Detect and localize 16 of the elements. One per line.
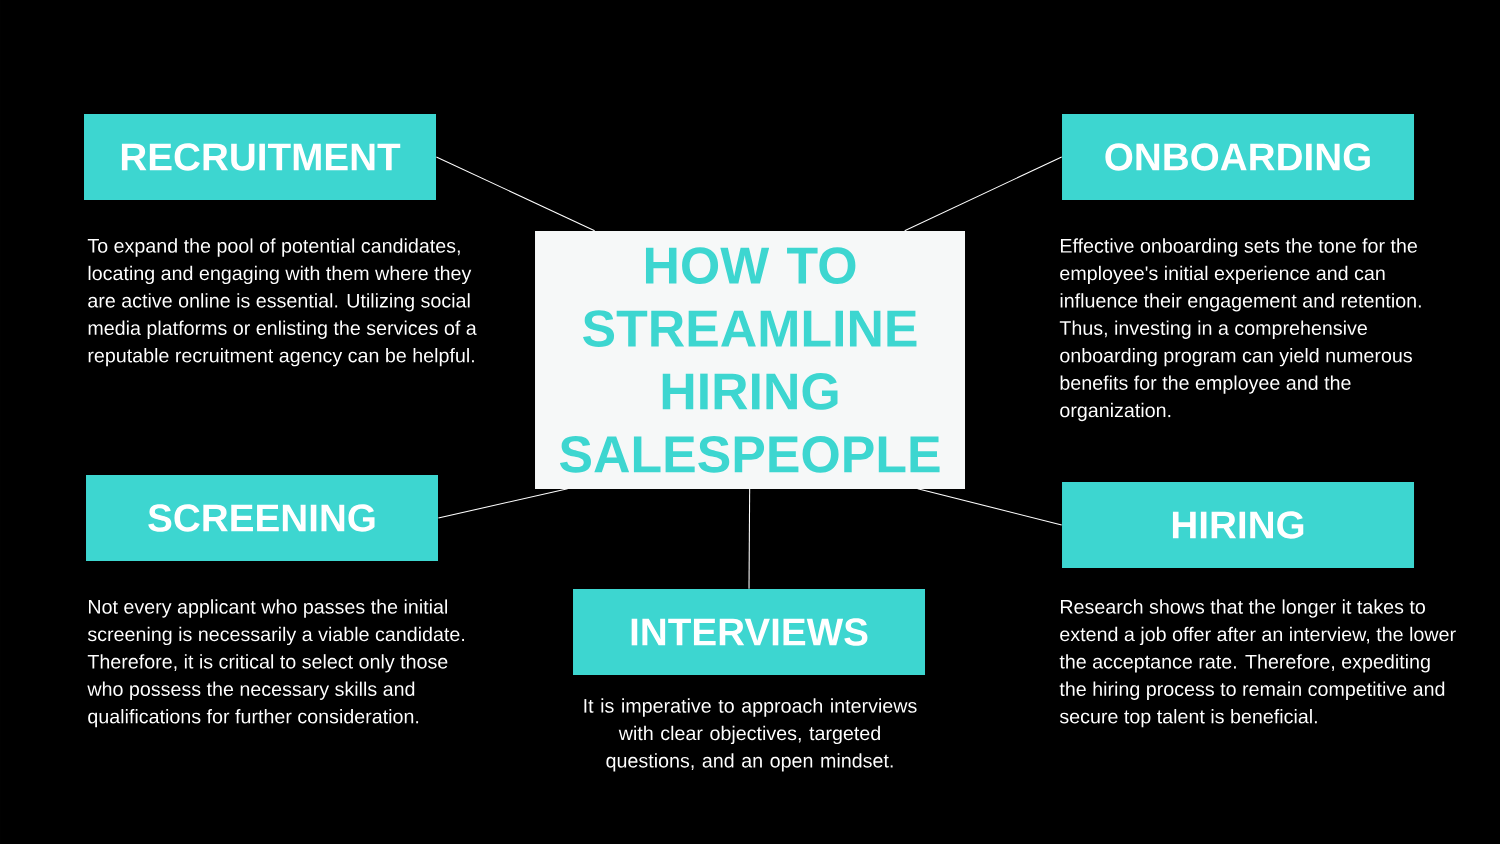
heading-box: HIRING: [1062, 482, 1414, 568]
connector-line: [748, 488, 751, 590]
description-text: To expand the pool of potential candidates, locating and engaging with them where they are active online is essential. Utilizing social media platforms or enlisting the services of a reputable recruitment agency can be helpful.: [87, 238, 477, 367]
heading-box: ONBOARDING: [1062, 114, 1414, 200]
connector-line: [435, 156, 596, 232]
description-text: Not every applicant who passes the initial screening is necessarily a viable candidate. Therefore, it is critical to select only those who possess the necessary skills and qualifications for further consideration.: [87, 599, 464, 728]
title-box: HOW TO STREAMLINE HIRING SALESPEOPLE: [535, 231, 965, 489]
heading-box: INTERVIEWS: [573, 589, 925, 675]
connector-line: [904, 156, 1063, 232]
connector-line: [917, 488, 1063, 526]
description-text: Research shows that the longer it takes to extend a job offer after an interview, the lower the acceptance rate. Therefore, expediting the hiring process to remain competitive and secure top talent is beneficial.: [1059, 599, 1456, 728]
connector-line: [437, 488, 569, 519]
heading-box: RECRUITMENT: [84, 114, 436, 200]
description-text: It is imperative to approach interviews with clear objectives, targeted questions, and an open mindset.: [584, 698, 917, 772]
heading-box: SCREENING: [86, 475, 438, 561]
description-text: Effective onboarding sets the tone for the employee's initial experience and can influence their engagement and retention. Thus, investing in a comprehensive onboarding program can yield numerous benefits for the employee and the organization.: [1059, 238, 1421, 422]
